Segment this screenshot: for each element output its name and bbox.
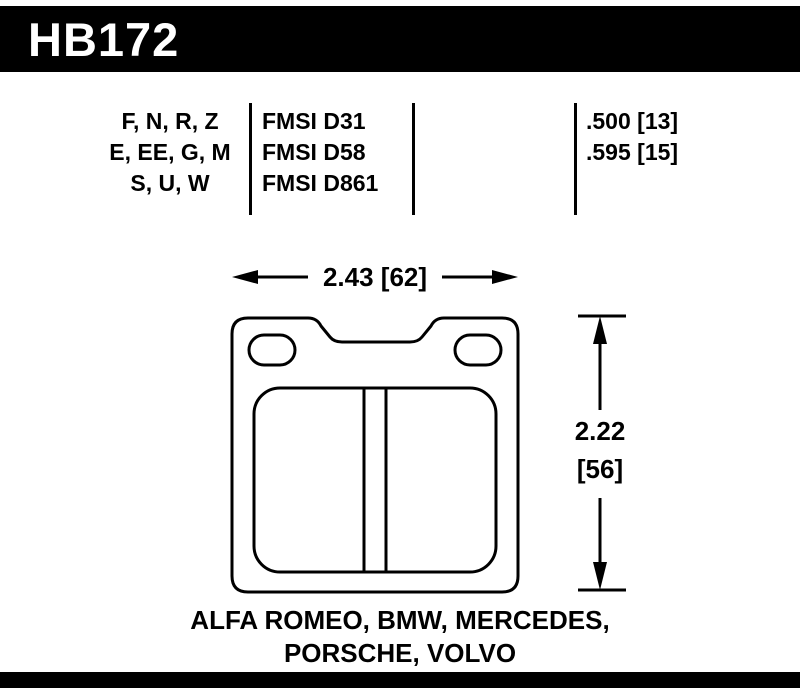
fmsi-row: FMSI D861 [262, 170, 379, 196]
part-number: HB172 [28, 12, 180, 66]
application-line-1: ALFA ROMEO, BMW, MERCEDES, [190, 605, 610, 635]
pad-thickness-row: .595 [15] [586, 139, 679, 165]
width-dim-arrow-right [492, 270, 518, 284]
compound-codes-row: F, N, R, Z [121, 108, 219, 134]
pad-thickness-row: .500 [13] [586, 108, 679, 134]
height-dimension-mm-label: [56] [577, 454, 623, 484]
compound-codes-column: F, N, R, Z E, EE, G, M S, U, W [100, 106, 240, 199]
compound-codes-row: E, EE, G, M [109, 139, 231, 165]
table-divider-3 [574, 103, 577, 215]
fmsi-row: FMSI D31 [262, 108, 366, 134]
mounting-hole-left [247, 333, 297, 367]
width-dim-arrow-left [232, 270, 258, 284]
table-divider-1 [249, 103, 252, 215]
height-dim-arrow-bottom [593, 562, 607, 590]
width-dimension-label: 2.43 [62] [323, 262, 427, 292]
top-bar: HB172 [0, 6, 800, 72]
application-line-2: PORSCHE, VOLVO [283, 638, 517, 668]
fmsi-column: FMSI D31 FMSI D58 FMSI D861 [262, 106, 378, 199]
fmsi-row: FMSI D58 [262, 139, 366, 165]
height-dim-arrow-top [593, 316, 607, 344]
compound-codes-row: S, U, W [130, 170, 210, 196]
mounting-hole-right [453, 333, 503, 367]
pad-thickness-column: .500 [13] .595 [15] [586, 106, 678, 168]
pad-outline [230, 316, 520, 594]
applications-text: ALFA ROMEO, BMW, MERCEDES, PORSCHE, VOLV… [0, 604, 800, 670]
friction-surface-outline [252, 386, 498, 574]
table-divider-2 [412, 103, 415, 215]
height-dimension-label: 2.22 [575, 416, 626, 446]
bottom-bar [0, 672, 800, 688]
